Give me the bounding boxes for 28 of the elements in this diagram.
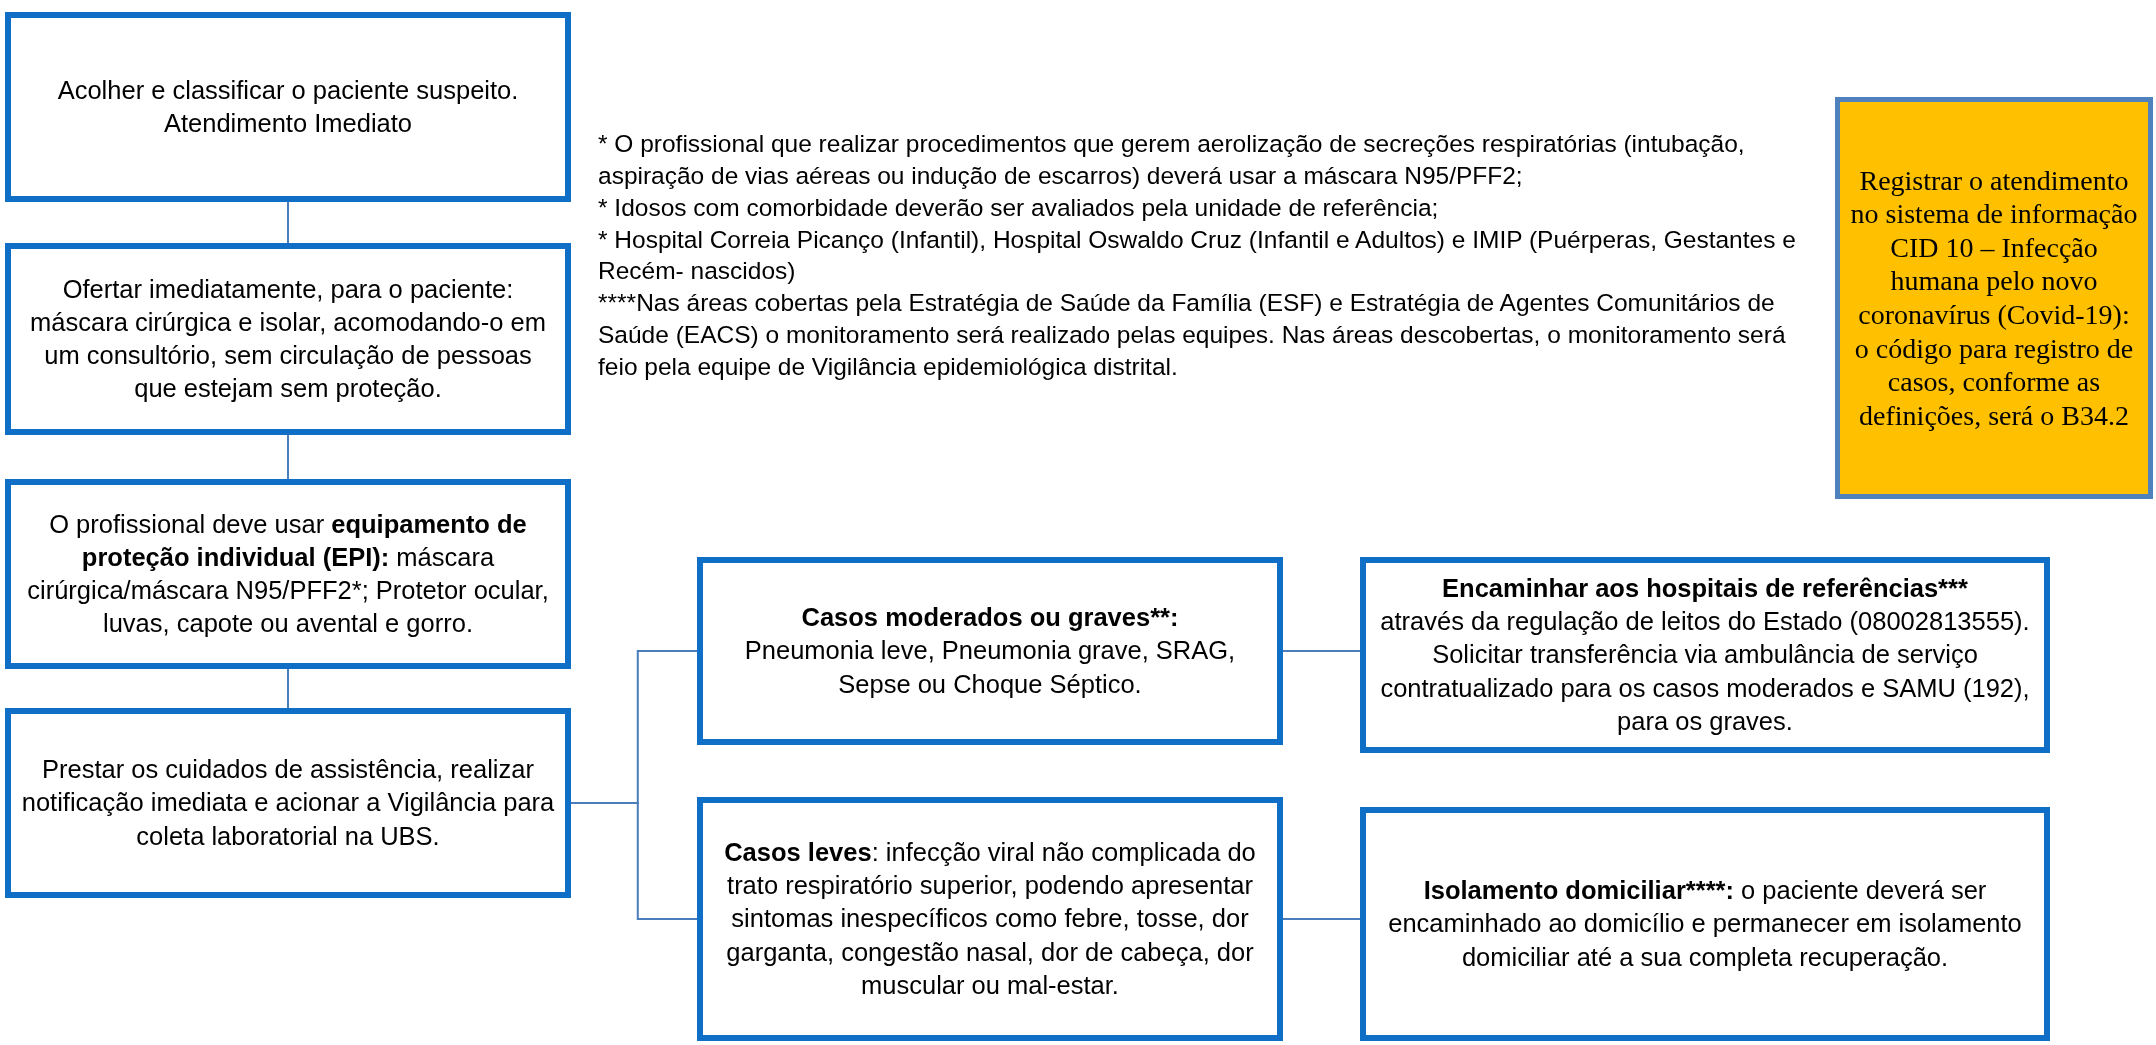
box-text: Isolamento domiciliar****: o paciente deverá ser encaminhado ao domicílio e permanecer em isolamento domiciliar até a sua completa recuperação. — [1387, 875, 2023, 973]
box-text: Casos leves: infecção viral não complicada do trato respiratório superior, podendo apresentar sintomas inespecíficos como febre, tosse, dor garganta, congestão nasal, dor de cabeça, dor muscular ou mal-estar. — [723, 837, 1257, 1001]
connector-line — [287, 668, 289, 709]
connector-line — [570, 802, 698, 920]
footnote-text: * Hospital Correia Picanço (Infantil), Hospital Oswaldo Cruz (Infantil e Adultos) e IMIP (Puérperas, Gestantes e Recém- nascidos) — [598, 224, 1797, 287]
process-box — [5, 708, 571, 898]
footnote-text: ****Nas áreas cobertas pela Estratégia de Saúde da Família (ESF) e Estratégia de Agentes Comunitários de Saúde (EACS) o monitoramento será realizado pelas equipes. Nas áreas descobertas, o monitoramento será feio pela equipe de Vigilância epidemiológica distrital. — [598, 288, 1787, 382]
footnote-text: * O profissional que realizar procedimentos que gerem aerolização de secreções respiratórias (intubação, aspiração de vias aéreas ou indução de escarros) deverá usar a máscara N95/PFF2; — [598, 129, 1746, 191]
connector-line — [1282, 918, 1361, 920]
connector-line — [287, 201, 289, 244]
box-text: Prestar os cuidados de assistência, realizar notificação imediata e acionar a Vigilância para coleta laboratorial na UBS. — [21, 754, 555, 852]
process-box — [1360, 807, 2050, 1041]
note-box — [1835, 97, 2153, 499]
process-box — [5, 12, 571, 202]
process-box — [1360, 557, 2050, 753]
process-box — [5, 243, 571, 435]
process-box — [5, 479, 571, 669]
process-box — [697, 557, 1283, 745]
box-text: Ofertar imediatamente, para o paciente: máscara cirúrgica e isolar, acomodando-o em um consultório, sem circulação de pessoas que estejam sem proteção. — [29, 273, 547, 405]
box-text: Registrar o atendimento no sistema de informação CID 10 – Infecção humana pelo novo coronavírus (Covid-19): o código para registro de casos, conforme as definições, será o B34.2 — [1850, 163, 2138, 433]
process-box — [697, 797, 1283, 1041]
box-text: Encaminhar aos hospitais de referências*** através da regulação de leitos do Estado (08002813555). Solicitar transferência via ambulância de serviço contratualizado para os casos moderados e SAMU (192), para os graves. — [1379, 573, 2031, 737]
box-text: Casos moderados ou graves**: Pneumonia leve, Pneumonia grave, SRAG, Sepse ou Choque Séptico. — [743, 602, 1237, 700]
box-text: O profissional deve usar equipamento de proteção individual (EPI): máscara cirúrgica/máscara N95/PFF2*; Protetor ocular, luvas, capote ou avental e gorro. — [26, 508, 550, 640]
footnote-text: * Idosos com comorbidade deverão ser avaliados pela unidade de referência; — [598, 192, 1440, 223]
connector-line — [1282, 650, 1361, 652]
connector-line — [287, 434, 289, 480]
box-text: Acolher e classificar o paciente suspeito. Atendimento Imediato — [56, 74, 520, 139]
